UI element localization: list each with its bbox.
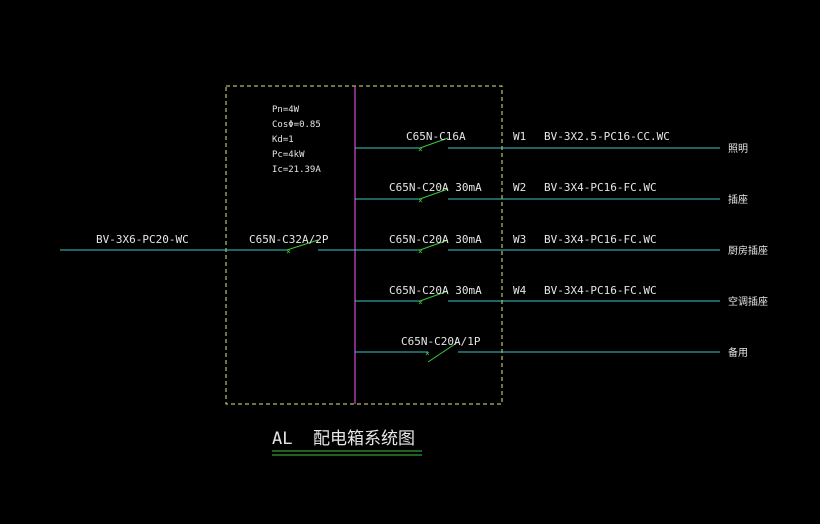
- circuit-id-label: W1: [513, 130, 526, 143]
- param-kd: Kd=1: [272, 135, 294, 145]
- incoming-breaker-label: C65N-C32A/2P: [249, 233, 329, 246]
- circuit-id-label: W4: [513, 284, 527, 297]
- circuit-w2: × C65N-C20A 30mA W2 BV-3X4-PC16-FC.WC 插座: [355, 181, 748, 206]
- circuit-id-label: W2: [513, 181, 526, 194]
- breaker-x-mark: ×: [425, 349, 430, 358]
- param-ic: Ic=21.39A: [272, 165, 321, 175]
- breaker-x-mark: ×: [418, 145, 423, 154]
- circuit-destination-label: 照明: [728, 143, 748, 155]
- breaker-x-mark: ×: [418, 247, 423, 256]
- circuit-w3: × C65N-C20A 30mA W3 BV-3X4-PC16-FC.WC 厨房…: [355, 233, 768, 257]
- circuit-w4: × C65N-C20A 30mA W4 BV-3X4-PC16-FC.WC 空调…: [355, 284, 768, 308]
- incoming-cable-label: BV-3X6-PC20-WC: [96, 233, 189, 246]
- breaker-x-mark: ×: [286, 247, 291, 256]
- circuit-w1: × C65N-C16A W1 BV-3X2.5-PC16-CC.WC 照明: [355, 130, 748, 155]
- param-cos: CosΦ=0.85: [272, 120, 321, 130]
- diagram-title: AL 配电箱系统图: [272, 429, 422, 456]
- circuit-destination-label: 备用: [728, 346, 748, 359]
- circuit-cable-label: BV-3X4-PC16-FC.WC: [544, 284, 657, 297]
- circuit-destination-label: 厨房插座: [728, 244, 768, 257]
- title-text: AL 配电箱系统图: [272, 429, 415, 449]
- circuit-cable-label: BV-3X4-PC16-FC.WC: [544, 233, 657, 246]
- circuit-breaker-label: C65N-C16A: [406, 130, 466, 143]
- circuit-breaker-label: C65N-C20A 30mA: [389, 181, 482, 194]
- panel-border: [225, 85, 503, 405]
- circuit-cable-label: BV-3X2.5-PC16-CC.WC: [544, 130, 670, 143]
- circuit-cable-label: BV-3X4-PC16-FC.WC: [544, 181, 657, 194]
- circuit-breaker-label: C65N-C20A/1P: [401, 335, 481, 348]
- circuit-id-label: W3: [513, 233, 526, 246]
- incoming-feeder: × BV-3X6-PC20-WC C65N-C32A/2P: [60, 233, 355, 256]
- circuit-destination-label: 插座: [728, 193, 748, 206]
- breaker-x-mark: ×: [418, 298, 423, 307]
- circuit-destination-label: 空调插座: [728, 295, 768, 308]
- circuit-breaker-label: C65N-C20A 30mA: [389, 233, 482, 246]
- breaker-x-mark: ×: [418, 196, 423, 205]
- circuit-spare: × C65N-C20A/1P 备用: [355, 335, 748, 363]
- param-pc: Pc=4kW: [272, 150, 305, 160]
- circuit-breaker-label: C65N-C20A 30mA: [389, 284, 482, 297]
- panel-params: Pn=4W CosΦ=0.85 Kd=1 Pc=4kW Ic=21.39A: [272, 105, 321, 175]
- param-pn: Pn=4W: [272, 105, 300, 115]
